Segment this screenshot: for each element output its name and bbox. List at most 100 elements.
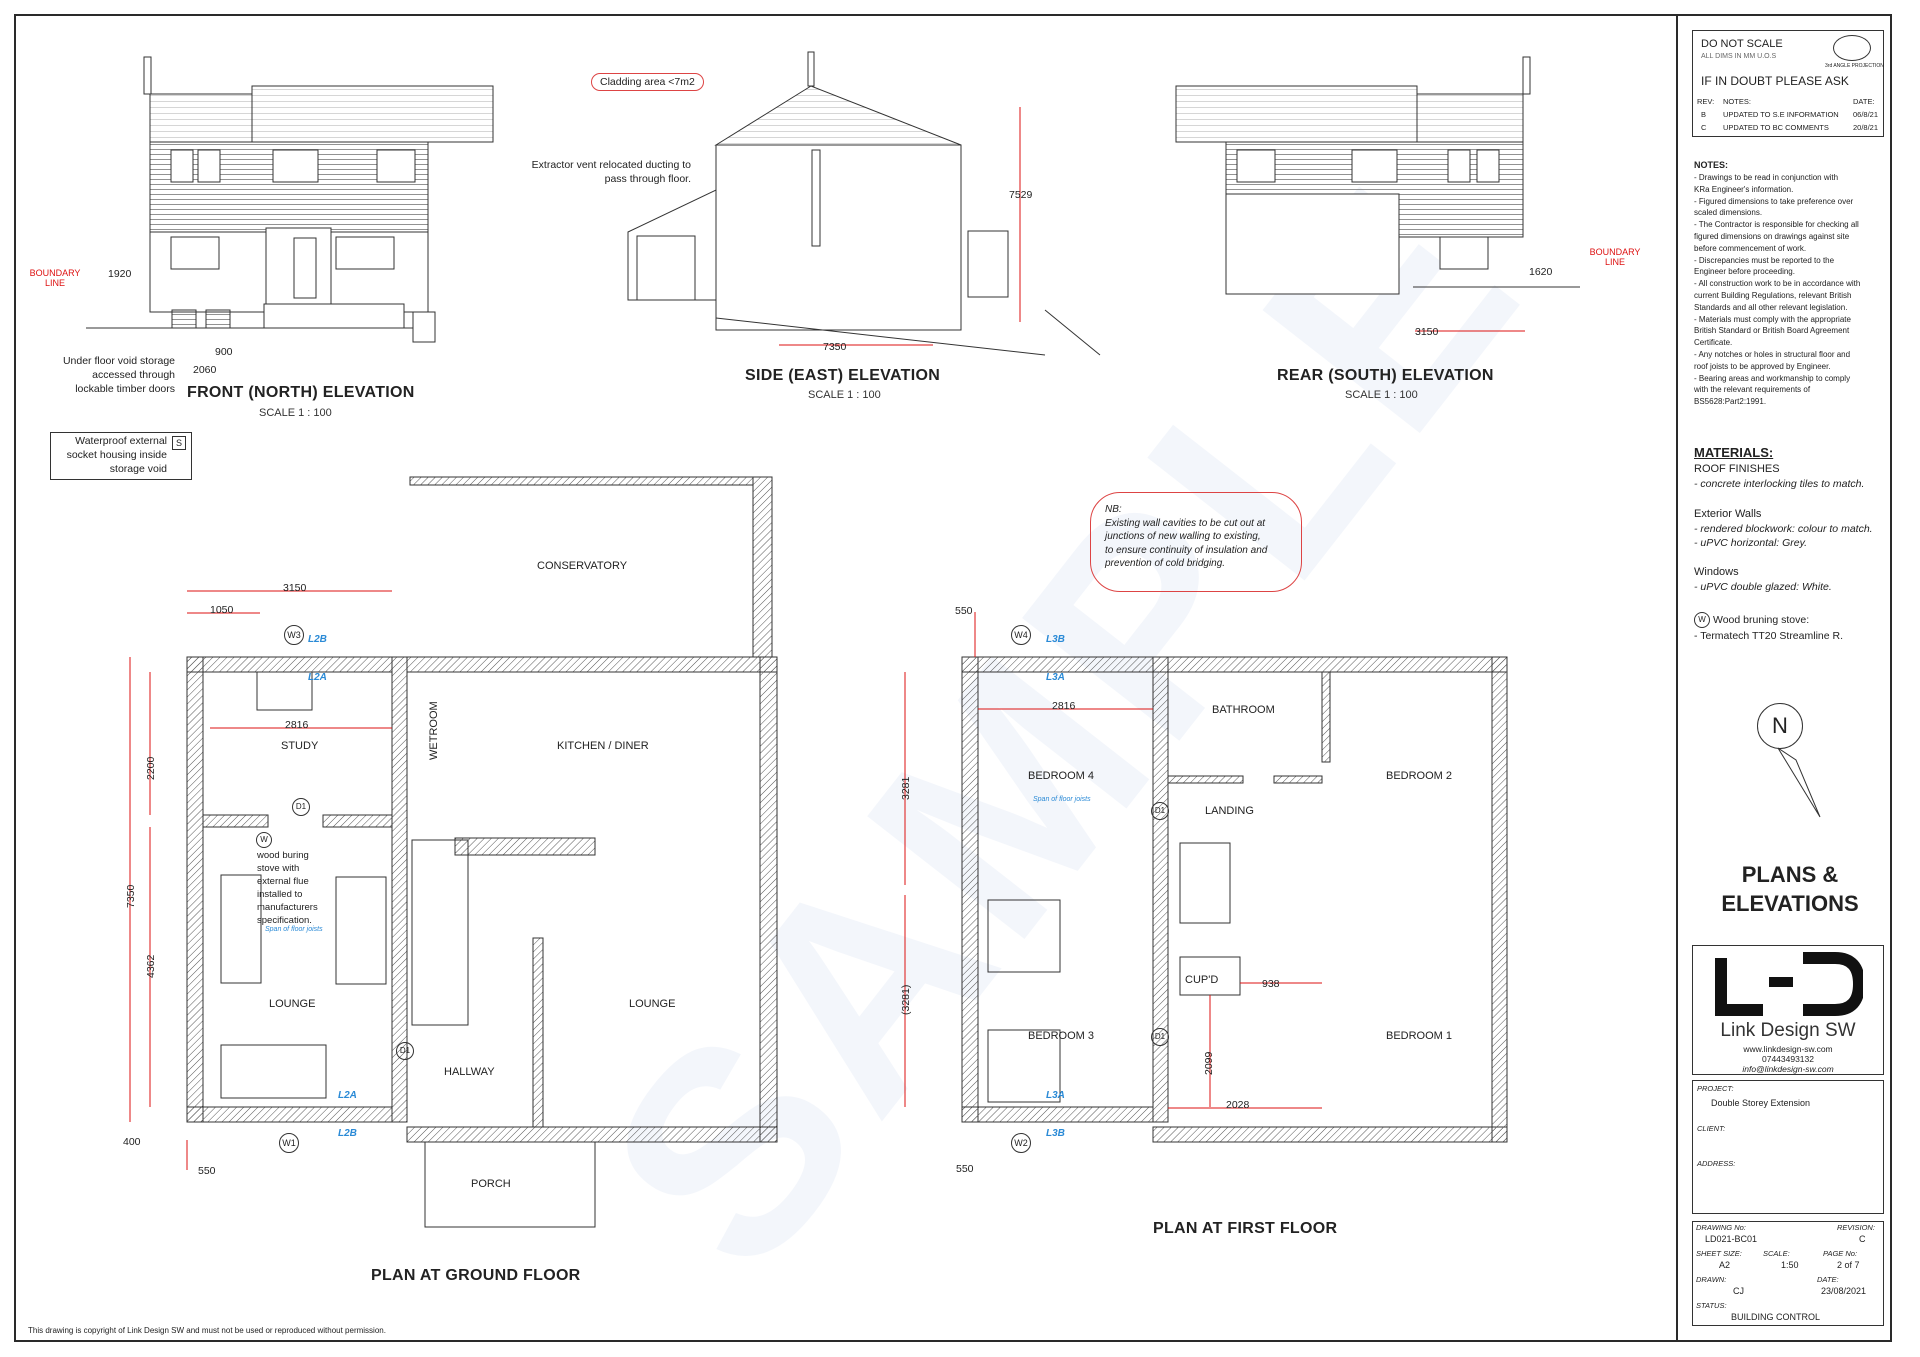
ff-dim-2099: 2099 (1203, 1051, 1215, 1075)
gf-dim-3150: 3150 (283, 582, 307, 594)
rev-b-note: UPDATED TO S.E INFORMATION (1723, 110, 1839, 119)
tag-d1-lounge: D1 (396, 1042, 414, 1060)
drawn-label: DRAWN: (1696, 1275, 1727, 1284)
rev-header-date: DATE: (1853, 97, 1875, 106)
rear-dim-3150: 3150 (1415, 326, 1439, 338)
front-dim-boundary: 1920 (108, 268, 132, 280)
front-elevation-scale: SCALE 1 : 100 (259, 407, 332, 419)
address-label: ADDRESS: (1697, 1159, 1736, 1168)
windows-item: - uPVC double glazed: White. (1694, 581, 1832, 593)
stove-tag: W (256, 832, 272, 848)
room-kitchen: KITCHEN / DINER (557, 740, 649, 752)
note-line: Certificate. (1694, 338, 1733, 348)
cladding-note: Cladding area <7m2 (591, 73, 704, 91)
rev-c-note: UPDATED TO BC COMMENTS (1723, 123, 1829, 132)
drawing-no: LD021-BC01 (1705, 1234, 1758, 1244)
drawing-no-label: DRAWING No: (1696, 1223, 1746, 1232)
front-boundary-label: BOUNDARY LINE (29, 268, 81, 288)
copyright-note: This drawing is copyright of Link Design… (28, 1326, 386, 1335)
project-box: PROJECT: Double Storey Extension CLIENT:… (1692, 1080, 1884, 1214)
lintel-l2b-top: L2B (308, 634, 327, 645)
nb-note: NB: Existing wall cavities to be cut out… (1090, 492, 1302, 592)
note-line: figured dimensions on drawings against s… (1694, 231, 1850, 241)
revision-value: C (1859, 1234, 1866, 1244)
room-study: STUDY (281, 740, 319, 752)
gf-dim-1050: 1050 (210, 604, 234, 616)
lintel-l3a-bottom: L3A (1046, 1090, 1065, 1101)
tag-d1-bedroom4: D1 (1151, 802, 1169, 820)
note-line: - Any notches or holes in structural flo… (1694, 349, 1851, 359)
status-value: BUILDING CONTROL (1731, 1312, 1821, 1322)
drawing-frame (14, 14, 1892, 1342)
first-floor-plan (961, 656, 1508, 1143)
side-dim-height: 7529 (1009, 189, 1033, 201)
notes-list: - Drawings to be read in conjunction wit… (1694, 172, 1860, 408)
project-label: PROJECT: (1697, 1084, 1734, 1093)
rev-c: C (1701, 123, 1707, 132)
notes-title: NOTES: (1694, 160, 1729, 170)
note-line: - Drawings to be read in conjunction wit… (1694, 173, 1839, 182)
gf-dim-7350: 7350 (125, 884, 137, 908)
scale-warning-box: DO NOT SCALE ALL DIMS IN MM U.O.S 3rd AN… (1692, 30, 1884, 137)
note-line: British Standard or British Board Agreem… (1694, 326, 1850, 336)
sheet-title-line-1: PLANS & (1741, 862, 1839, 887)
ground-floor-plan (186, 476, 778, 1228)
tag-w3: W3 (284, 625, 304, 645)
materials-title: MATERIALS: (1694, 445, 1774, 460)
stove-note: wood buring stove with external flue ins… (257, 850, 318, 926)
note-line: - All construction work to be in accorda… (1694, 279, 1861, 289)
note-line: - The Contractor is responsible for chec… (1694, 220, 1859, 230)
rear-elevation-scale: SCALE 1 : 100 (1345, 389, 1418, 401)
note-line: with the relevant requirements of (1694, 385, 1811, 395)
nb-line-1: NB: (1105, 504, 1122, 515)
note-line: - Materials must comply with the appropr… (1694, 314, 1851, 324)
side-dim-width: 7350 (823, 341, 847, 353)
scale-value: 1:50 (1781, 1260, 1799, 1270)
drawing-date: 23/08/2021 (1821, 1286, 1867, 1296)
page-value: 2 of 7 (1837, 1260, 1860, 1270)
status-label: STATUS: (1696, 1301, 1727, 1310)
revision-label: REVISION: (1837, 1223, 1875, 1232)
ground-floor-title: PLAN AT GROUND FLOOR (371, 1267, 581, 1284)
company-contact: www.linkdesign-sw.com 07443493132 info@l… (1693, 1044, 1883, 1074)
note-line: current Building Regulations, relevant B… (1694, 290, 1852, 300)
walls-item-1: - rendered blockwork: colour to match. (1694, 523, 1873, 535)
dimension-lines (129, 107, 1525, 1170)
drawing-info-box: DRAWING No: LD021-BC01 REVISION: C SHEET… (1692, 1221, 1884, 1326)
lintel-l3b-bottom: L3B (1046, 1128, 1065, 1139)
rev-header-notes: NOTES: (1723, 97, 1751, 106)
north-arrow-icon: N (1757, 703, 1803, 749)
stove-title: Wood bruning stove: (1713, 614, 1810, 626)
note-line: before commencement of work. (1694, 243, 1807, 253)
ff-dim-3281: 3281 (900, 776, 912, 800)
ff-dim-550-top: 550 (955, 605, 973, 617)
socket-symbol: S (172, 436, 186, 450)
gf-dim-2200: 2200 (145, 756, 157, 780)
link-design-logo-icon (1715, 952, 1863, 1016)
room-bedroom2: BEDROOM 2 (1386, 770, 1453, 782)
do-not-scale: DO NOT SCALE (1701, 38, 1783, 50)
socket-note: Waterproof external socket housing insid… (50, 432, 192, 480)
room-lounge-right: LOUNGE (629, 998, 676, 1010)
front-elevation (86, 56, 494, 343)
rev-c-date: 20/8/21 (1853, 123, 1879, 132)
rear-elevation-title: REAR (SOUTH) ELEVATION (1277, 367, 1494, 384)
sheet-title: PLANS & ELEVATIONS (1715, 860, 1865, 918)
side-elevation-scale: SCALE 1 : 100 (808, 389, 881, 401)
projection-icon (1833, 35, 1871, 61)
gf-span-note: Span of floor joists (265, 926, 323, 933)
ff-dim-550-bottom: 550 (956, 1163, 974, 1175)
note-line: Engineer before proceeding. (1694, 267, 1795, 277)
project-name: Double Storey Extension (1711, 1098, 1811, 1108)
north-arrow-pointer-icon (1777, 747, 1821, 818)
room-bedroom1: BEDROOM 1 (1386, 1030, 1453, 1042)
stove-symbol: W (1694, 612, 1710, 628)
room-bedroom4: BEDROOM 4 (1028, 770, 1095, 782)
note-line: - Bearing areas and workmanship to compl… (1694, 373, 1851, 383)
tag-w2: W2 (1011, 1133, 1031, 1153)
company-name: Link Design SW (1720, 1020, 1856, 1041)
company-website: www.linkdesign-sw.com (1743, 1044, 1833, 1054)
company-phone: 07443493132 (1761, 1054, 1814, 1064)
nb-line-5: prevention of cold bridging. (1105, 558, 1226, 569)
